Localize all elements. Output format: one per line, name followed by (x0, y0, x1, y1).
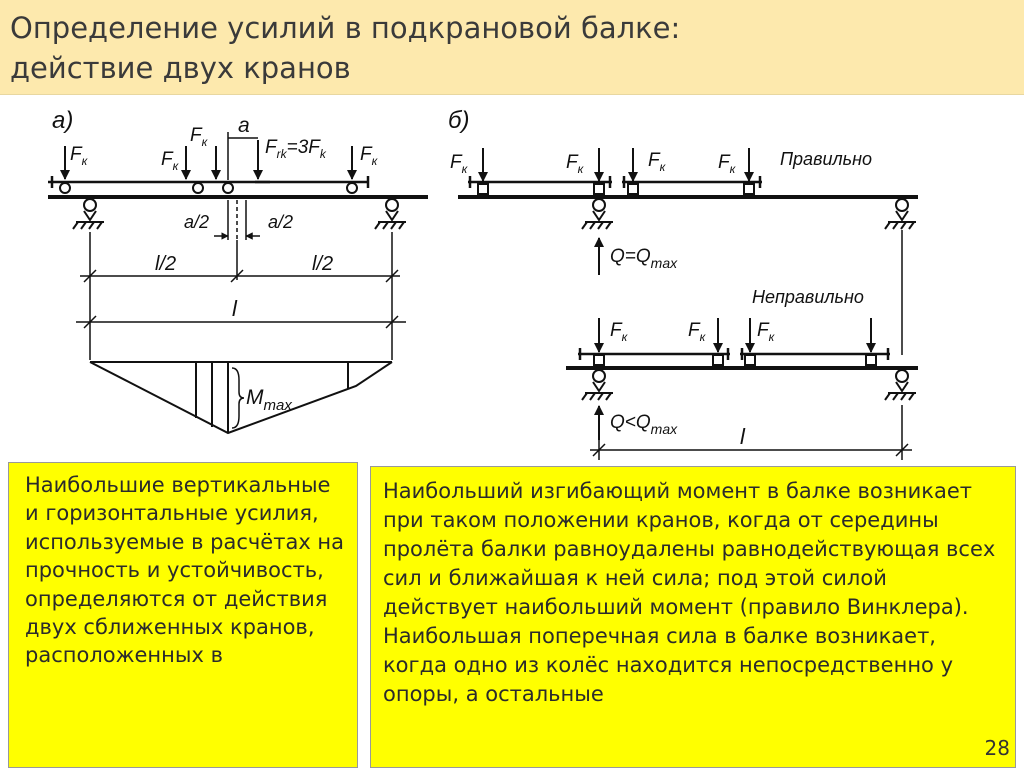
wheel (477, 183, 489, 195)
span-label-b: l (740, 424, 746, 449)
resultant-label: Frk=3Fk (265, 137, 327, 161)
force-label: Fк (648, 150, 667, 174)
support (895, 198, 909, 212)
moment-diagram (89, 361, 393, 435)
note-right-paragraph-1: Наибольший изгибающий момент в балке воз… (383, 479, 996, 619)
force-labels-a: Fк Fк Fк Frk=3Fk Fк a (70, 114, 379, 173)
force-label: Fк (190, 125, 209, 149)
dim-a-label: a (238, 114, 250, 137)
l-half-left: l/2 (155, 253, 176, 275)
support (592, 198, 606, 212)
a-half-left: a/2 (184, 212, 209, 232)
force-label: Fк (450, 152, 469, 176)
wheel (712, 354, 724, 366)
force-label: Fк (718, 152, 737, 176)
force-label: Fк (688, 320, 707, 344)
crane-rail-a (48, 176, 370, 188)
mmax-label: Mmax (246, 386, 292, 414)
support (895, 369, 909, 383)
beam-diagram: а) (48, 107, 918, 460)
slide-number: 28 (984, 736, 1010, 760)
offset-dimension-a (214, 132, 260, 240)
force-label: Fк (610, 320, 629, 344)
title-bar: Определение усилий в подкрановой балке: … (0, 0, 1024, 95)
note-right: Наибольший изгибающий момент в балке воз… (370, 466, 1016, 768)
support (592, 369, 606, 383)
wheel (627, 183, 639, 195)
support-left-a (83, 198, 97, 212)
diagram-b-label: б) (448, 107, 470, 134)
support-right-a (385, 198, 399, 212)
q-less-label: Q<Qmax (610, 412, 678, 437)
title-line-1: Определение усилий в подкрановой балке: (10, 11, 681, 45)
wheels-a (59, 182, 358, 194)
diagram-a: а) (48, 107, 428, 435)
wheel (192, 182, 204, 194)
force-label: Fк (757, 320, 776, 344)
span-dimensions-a (76, 232, 406, 360)
force-label: Fк (161, 149, 180, 173)
wheel (593, 354, 605, 366)
supports-a (72, 198, 406, 230)
incorrect-scheme: Неправильно Fк (566, 287, 918, 460)
correct-scheme: Fк Fк Fк Fк Правильно Q=Qmax (450, 148, 918, 355)
a-half-right: a/2 (268, 212, 293, 232)
wheel (59, 182, 71, 194)
note-left: Наибольшие вертикальные и горизонтальные… (8, 462, 358, 768)
force-label: Fк (70, 144, 89, 168)
diagram-b: б) Fк (448, 107, 918, 460)
diagram-a-label: а) (52, 107, 73, 134)
wheel (346, 182, 358, 194)
span-label-a: l (232, 296, 238, 321)
note-left-text: Наибольшие вертикальные и горизонтальные… (25, 473, 345, 668)
force-label: Fк (360, 144, 379, 168)
wheel (222, 182, 234, 194)
l-half-right: l/2 (312, 253, 333, 275)
correct-label: Правильно (780, 149, 872, 169)
wheel (743, 183, 755, 195)
note-right-paragraph-2: Наибольшая поперечная сила в балке возни… (383, 624, 953, 706)
wheel (865, 354, 877, 366)
wheel (744, 354, 756, 366)
incorrect-label: Неправильно (752, 287, 864, 307)
force-arrows-a (60, 140, 357, 180)
force-label: Fк (566, 152, 585, 176)
slide-title: Определение усилий в подкрановой балке: … (10, 8, 680, 88)
title-line-2: действие двух кранов (10, 51, 351, 85)
wheel (593, 183, 605, 195)
q-equal-label: Q=Qmax (610, 246, 678, 271)
